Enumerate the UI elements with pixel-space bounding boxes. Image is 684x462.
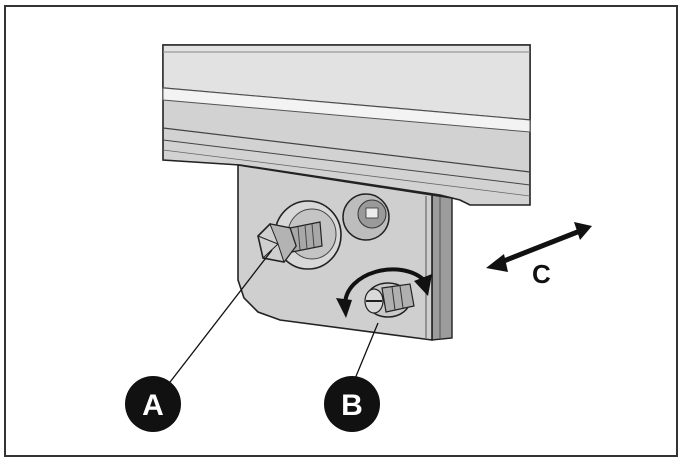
callout-b: B — [324, 376, 380, 432]
rail-beam — [162, 44, 531, 206]
direction-arrow-c — [486, 222, 592, 272]
callout-a: A — [125, 376, 181, 432]
leader-line-b — [351, 322, 379, 387]
leader-line-a — [166, 249, 273, 387]
rotation-arrow — [336, 267, 432, 318]
screw-b — [364, 282, 415, 318]
direction-label-c: C — [532, 259, 551, 289]
callout-b-label: B — [341, 389, 363, 422]
bolt-a — [257, 200, 342, 270]
callout-a-label: A — [142, 389, 164, 422]
bracket-hole — [342, 193, 390, 241]
